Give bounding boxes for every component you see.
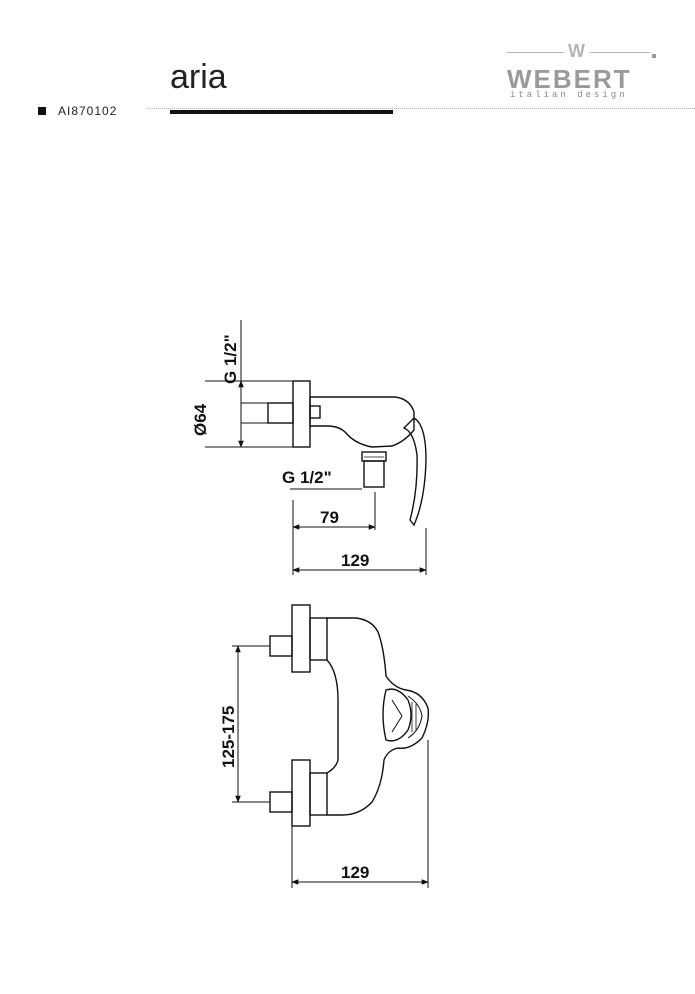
top-lower-flange xyxy=(291,759,311,827)
logo-line-left xyxy=(506,52,564,53)
product-code: AI870102 xyxy=(58,104,118,118)
logo-brand-name: WEBERT xyxy=(507,64,632,94)
page-title: aria xyxy=(170,58,227,96)
dim-outlet-depth: 79 xyxy=(320,508,339,527)
brand-logo: W WEBERT italian design xyxy=(504,38,656,102)
header-dotted-rule xyxy=(148,108,695,109)
dim-top-width: 129 xyxy=(341,551,369,570)
dim-top-diameter: Ø64 xyxy=(191,403,210,436)
product-code-row: AI870102 xyxy=(38,104,117,118)
dim-outlet-thread: G 1/2" xyxy=(282,468,332,487)
dim-bottom-width: 129 xyxy=(341,863,369,882)
side-body-nut xyxy=(309,405,321,419)
dim-center-distance: 125-175 xyxy=(219,706,238,768)
side-wall-flange xyxy=(292,380,311,448)
top-handle-grip xyxy=(407,695,423,739)
top-handle-ridge xyxy=(391,699,403,733)
side-view xyxy=(267,380,427,527)
top-view xyxy=(269,604,430,827)
bullet-square-icon xyxy=(38,107,46,115)
top-upper-inlet xyxy=(269,635,293,657)
logo-dot xyxy=(652,54,656,58)
side-dimensions xyxy=(205,320,427,575)
top-body xyxy=(327,617,430,816)
top-handle-cap xyxy=(382,688,412,742)
logo-tagline: italian design xyxy=(510,90,628,100)
side-outlet xyxy=(363,460,385,488)
top-dimensions xyxy=(232,645,429,888)
side-body xyxy=(309,396,415,448)
logo-line-right xyxy=(590,52,650,53)
side-lever xyxy=(402,417,427,527)
top-lower-inlet xyxy=(269,791,293,813)
top-upper-nut xyxy=(309,617,328,661)
logo-mark: W xyxy=(568,41,585,61)
header-thick-rule xyxy=(170,110,393,114)
top-upper-flange xyxy=(291,604,311,673)
top-body-inner xyxy=(326,659,339,774)
side-outlet-thread xyxy=(361,451,387,462)
side-inlet-stub xyxy=(267,402,294,424)
top-lower-nut xyxy=(309,772,328,816)
dim-top-thread: G 1/2" xyxy=(221,334,240,384)
